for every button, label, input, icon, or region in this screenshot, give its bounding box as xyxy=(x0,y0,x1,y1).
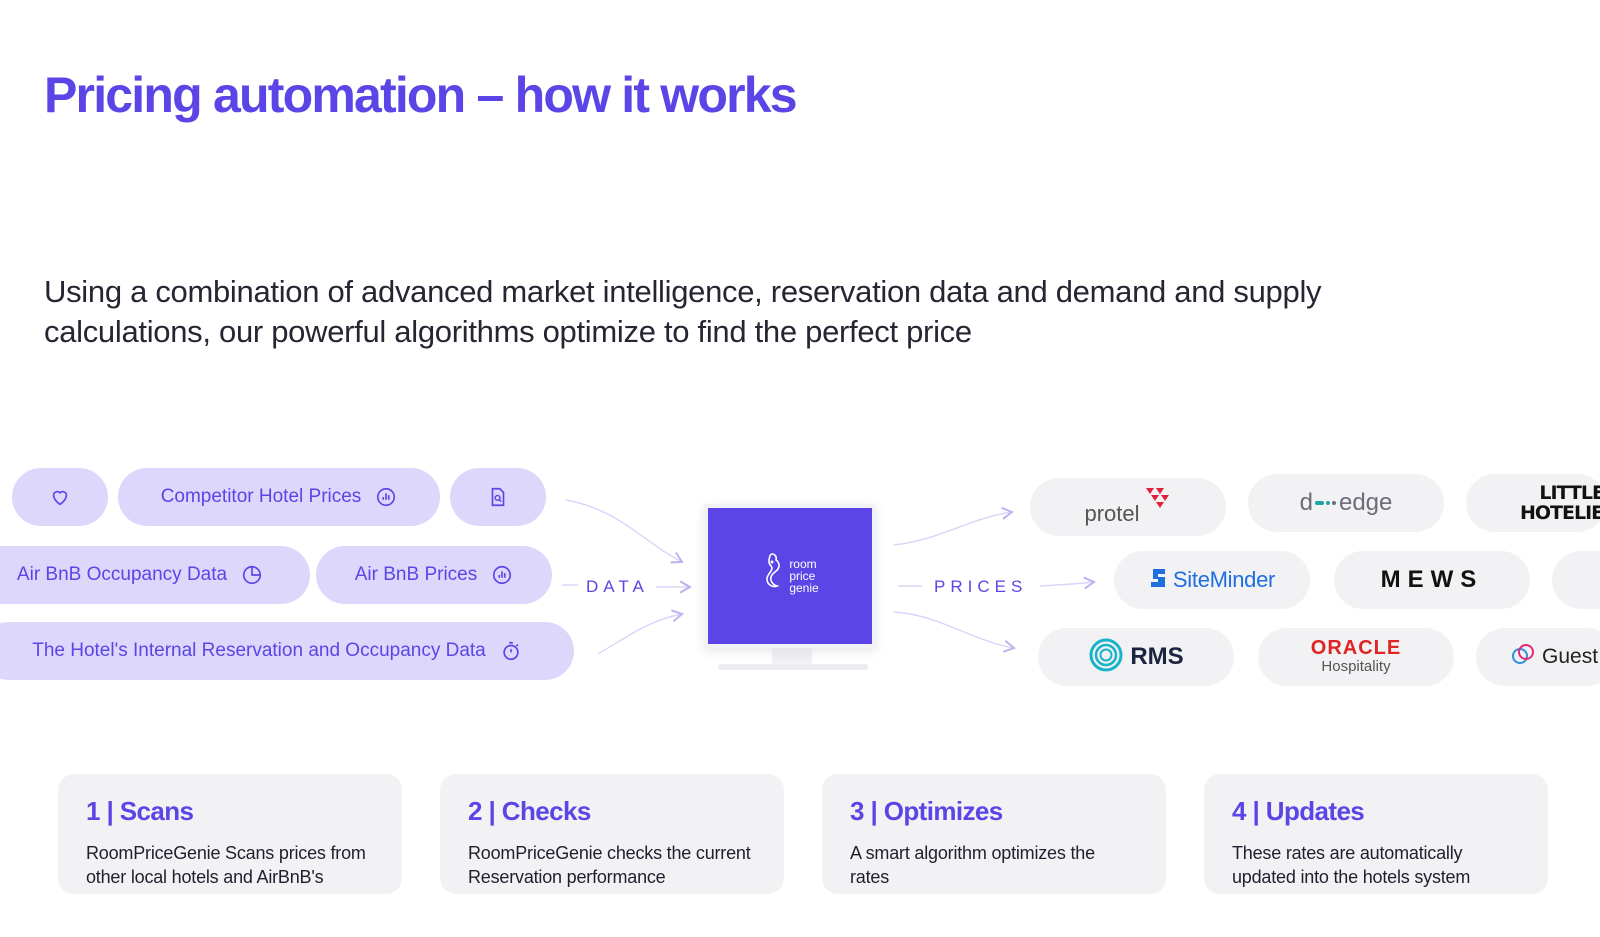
step-text: A smart algorithm optimizes the rates xyxy=(850,843,1095,887)
step-title: 4 | Updates xyxy=(1232,796,1365,826)
page-title: Pricing automation – how it works xyxy=(44,67,798,123)
favorites-pill xyxy=(12,468,108,526)
brand-line-2: price xyxy=(789,569,816,583)
data-flow-label: DATA xyxy=(586,577,649,596)
heart-icon xyxy=(49,486,71,508)
brand-line-3: genie xyxy=(789,581,819,595)
bar-chart-circle-icon xyxy=(375,486,397,508)
airbnb-prices-pill: Air BnB Prices xyxy=(316,546,552,604)
airbnb-occupancy-pill: Air BnB Occupancy Data xyxy=(0,546,310,604)
brand-line-1: room xyxy=(789,557,817,571)
oracle-wordmark: ORACLE xyxy=(1310,637,1402,659)
rms-logo: RMS xyxy=(1038,628,1234,686)
little-hotelier-line-2: HOTELIER. xyxy=(1520,502,1600,524)
pie-chart-icon xyxy=(241,564,263,586)
siteminder-icon xyxy=(1149,567,1167,594)
step-card-updates: 4 | Updates These rates are automaticall… xyxy=(1204,774,1548,894)
step-card-scans: 1 | Scans RoomPriceGenie Scans prices fr… xyxy=(58,774,402,894)
mews-logo: MEWS xyxy=(1334,551,1530,609)
little-hotelier-logo: LITTLE HOTELIER. xyxy=(1466,474,1600,532)
step-title: 1 | Scans xyxy=(86,796,194,826)
monitor-screen: room price genie xyxy=(704,504,876,648)
rms-wordmark: RMS xyxy=(1130,643,1184,670)
internal-data-label: The Hotel's Internal Reservation and Occ… xyxy=(32,640,486,661)
step-text: These rates are automatically updated in… xyxy=(1232,843,1471,887)
mews-wordmark: MEWS xyxy=(1380,566,1484,593)
protel-wordmark: protel xyxy=(1084,501,1140,526)
document-search-icon xyxy=(487,486,509,508)
step-card-checks: 2 | Checks RoomPriceGenie checks the cur… xyxy=(440,774,784,894)
competitor-prices-label: Competitor Hotel Prices xyxy=(160,486,362,507)
competitor-prices-pill: Competitor Hotel Prices xyxy=(118,468,440,526)
step-card-optimizes: 3 | Optimizes A smart algorithm optimize… xyxy=(822,774,1166,894)
document-pill xyxy=(450,468,546,526)
d-edge-dots-icon xyxy=(1314,494,1337,512)
step-text: RoomPriceGenie checks the current Reserv… xyxy=(468,843,751,887)
genie-icon xyxy=(761,550,783,603)
step-text: RoomPriceGenie Scans prices from other l… xyxy=(86,843,366,887)
rms-circle-icon xyxy=(1088,637,1124,678)
d-edge-wordmark-right: edge xyxy=(1338,489,1393,516)
d-edge-wordmark-left: d xyxy=(1299,489,1313,516)
d-edge-logo: d edge xyxy=(1248,474,1444,532)
internal-data-pill: The Hotel's Internal Reservation and Occ… xyxy=(0,622,574,680)
subtitle: Using a combination of advanced market i… xyxy=(44,274,1322,349)
oracle-hospitality-logo: ORACLE Hospitality xyxy=(1258,628,1454,686)
siteminder-logo: SiteMinder xyxy=(1114,551,1310,609)
prices-flow-label: PRICES xyxy=(934,577,1028,596)
roompricegenie-monitor: room price genie xyxy=(704,504,876,674)
brand-wordmark: room price genie xyxy=(789,558,818,594)
monitor-stand xyxy=(772,648,812,664)
monitor-base xyxy=(718,664,868,670)
partial-logo-pill xyxy=(1552,551,1600,609)
step-title: 2 | Checks xyxy=(468,796,591,826)
protel-logo: protel xyxy=(1030,478,1226,536)
oracle-subtitle: Hospitality xyxy=(1321,658,1391,675)
airbnb-occupancy-label: Air BnB Occupancy Data xyxy=(16,564,228,585)
guest-wordmark: Guest xyxy=(1542,645,1599,668)
bar-chart-circle-icon xyxy=(491,564,513,586)
little-hotelier-line-1: LITTLE xyxy=(1539,482,1600,504)
siteminder-wordmark: SiteMinder xyxy=(1172,567,1276,592)
guest-link-icon xyxy=(1510,642,1536,673)
airbnb-prices-label: Air BnB Prices xyxy=(354,564,478,585)
step-title: 3 | Optimizes xyxy=(850,796,1003,826)
protel-triangles-icon xyxy=(1144,486,1172,515)
guest-logo: Guest xyxy=(1476,628,1600,686)
stopwatch-icon xyxy=(500,640,522,662)
